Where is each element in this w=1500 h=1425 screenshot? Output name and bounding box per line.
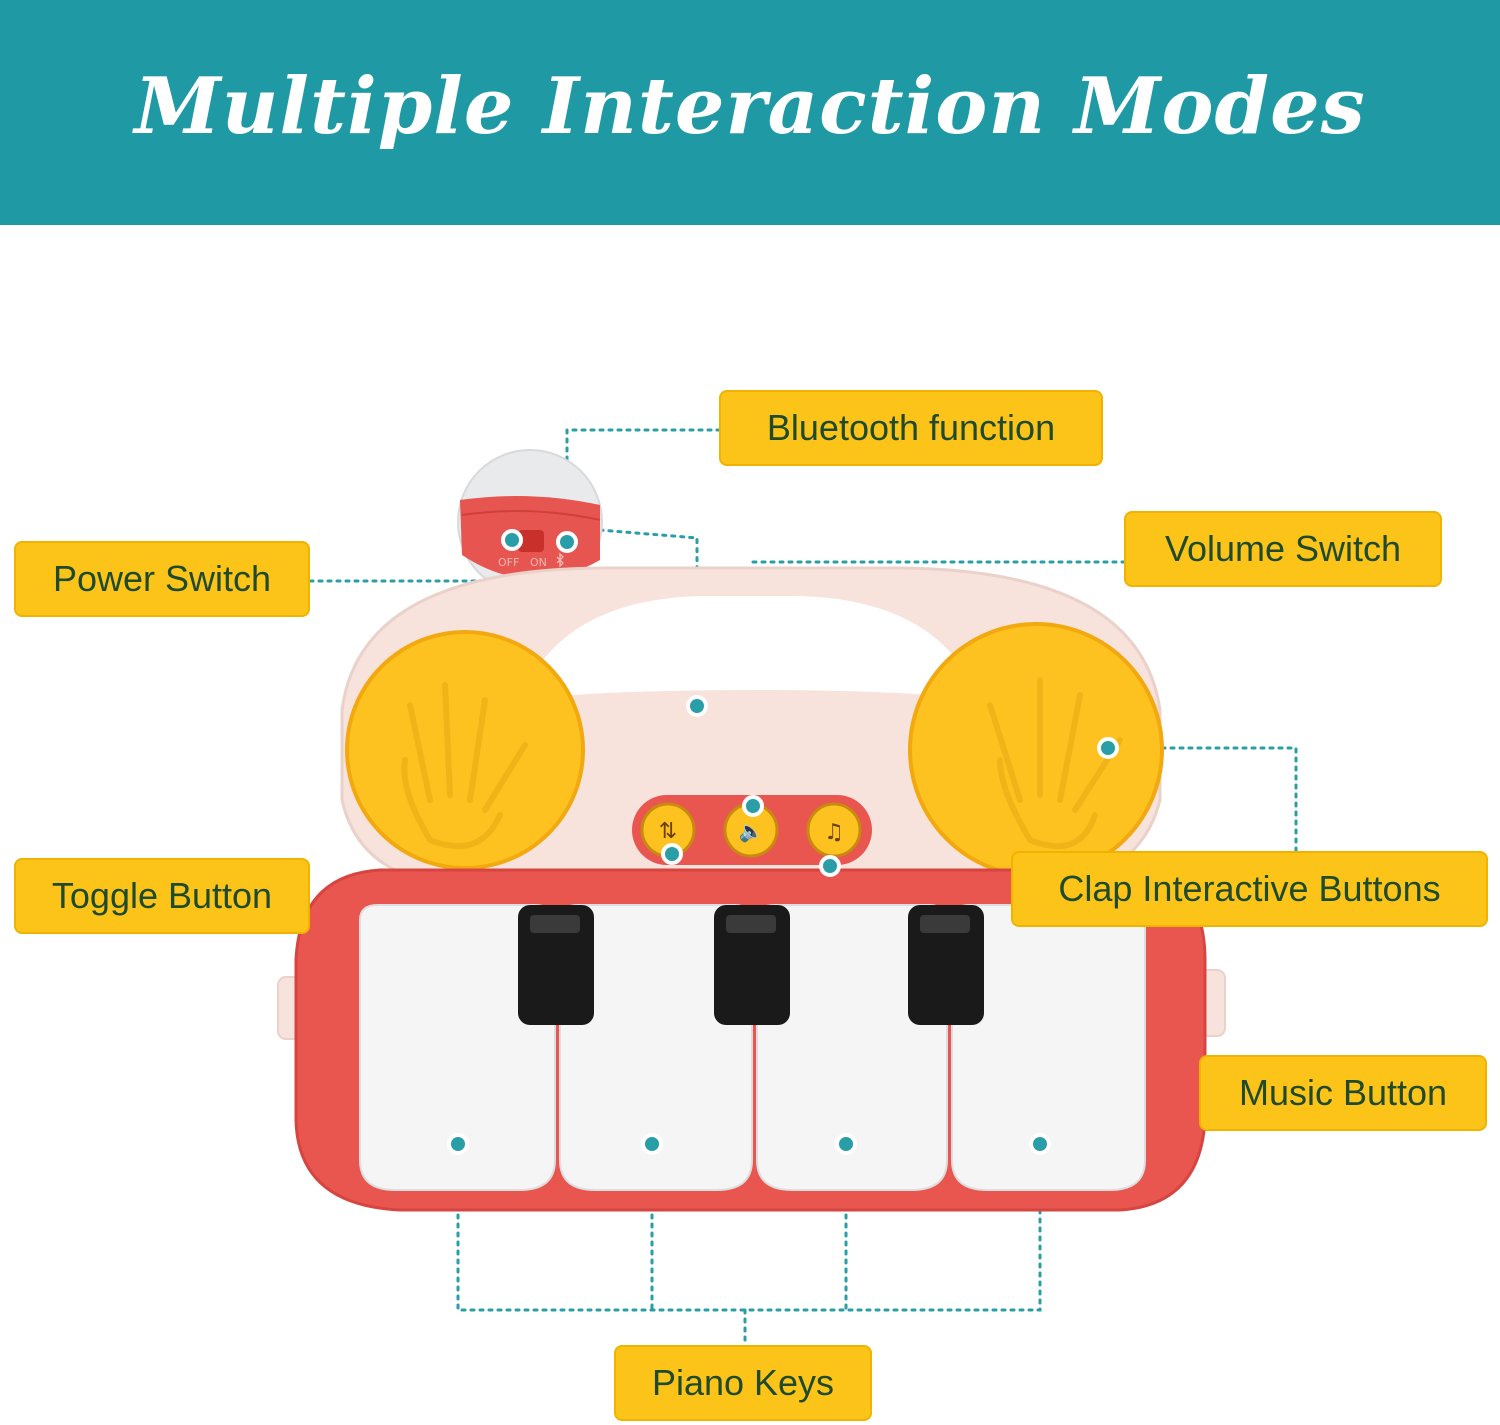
switch-on-label: ON	[530, 556, 547, 569]
toy-upper-body: ⇅ 🔈 ♫	[340, 566, 1164, 887]
page-title: Multiple Interaction Modes	[134, 61, 1366, 152]
toy-piano-body	[277, 868, 1226, 1212]
callout-bluetooth-function: Bluetooth function	[719, 390, 1103, 466]
power-slider	[518, 530, 544, 552]
bluetooth-icon	[556, 552, 564, 568]
marker-bluetooth	[556, 531, 578, 553]
marker-piano-key-3	[835, 1133, 857, 1155]
leader-clap	[1106, 746, 1298, 854]
black-key-3[interactable]	[908, 905, 984, 1025]
handle-hole	[520, 596, 980, 700]
toggle-arrows-icon: ⇅	[659, 819, 677, 844]
marker-power	[501, 529, 523, 551]
music-note-icon: ♫	[824, 820, 844, 845]
marker-music	[819, 855, 841, 877]
marker-piano-key-2	[641, 1133, 663, 1155]
left-clap-drum	[345, 630, 585, 870]
switch-off-label: OFF	[498, 556, 519, 569]
header-banner: Multiple Interaction Modes	[0, 0, 1500, 225]
callout-music-button: Music Button	[1199, 1055, 1487, 1131]
marker-piano-key-4	[1029, 1133, 1051, 1155]
marker-dots	[447, 529, 1119, 1155]
left-hand-print-icon	[401, 682, 528, 850]
callout-piano-keys: Piano Keys	[614, 1345, 872, 1421]
marker-zoom-source	[686, 695, 708, 717]
leader-piano	[456, 1141, 1042, 1312]
callout-power-switch: Power Switch	[14, 541, 310, 617]
marker-clap	[1097, 737, 1119, 759]
marker-piano-key-1	[447, 1133, 469, 1155]
speaker-plus-minus-icon: 🔈	[739, 819, 764, 843]
callout-toggle-button: Toggle Button	[14, 858, 310, 934]
marker-volume	[742, 795, 764, 817]
callout-clap-interactive-buttons: Clap Interactive Buttons	[1011, 851, 1488, 927]
marker-toggle	[661, 843, 683, 865]
black-key-2[interactable]	[714, 905, 790, 1025]
piano-key-1[interactable]	[359, 904, 556, 1191]
black-key-1[interactable]	[518, 905, 594, 1025]
callout-volume-switch: Volume Switch	[1124, 511, 1442, 587]
right-clap-drum	[908, 622, 1164, 878]
